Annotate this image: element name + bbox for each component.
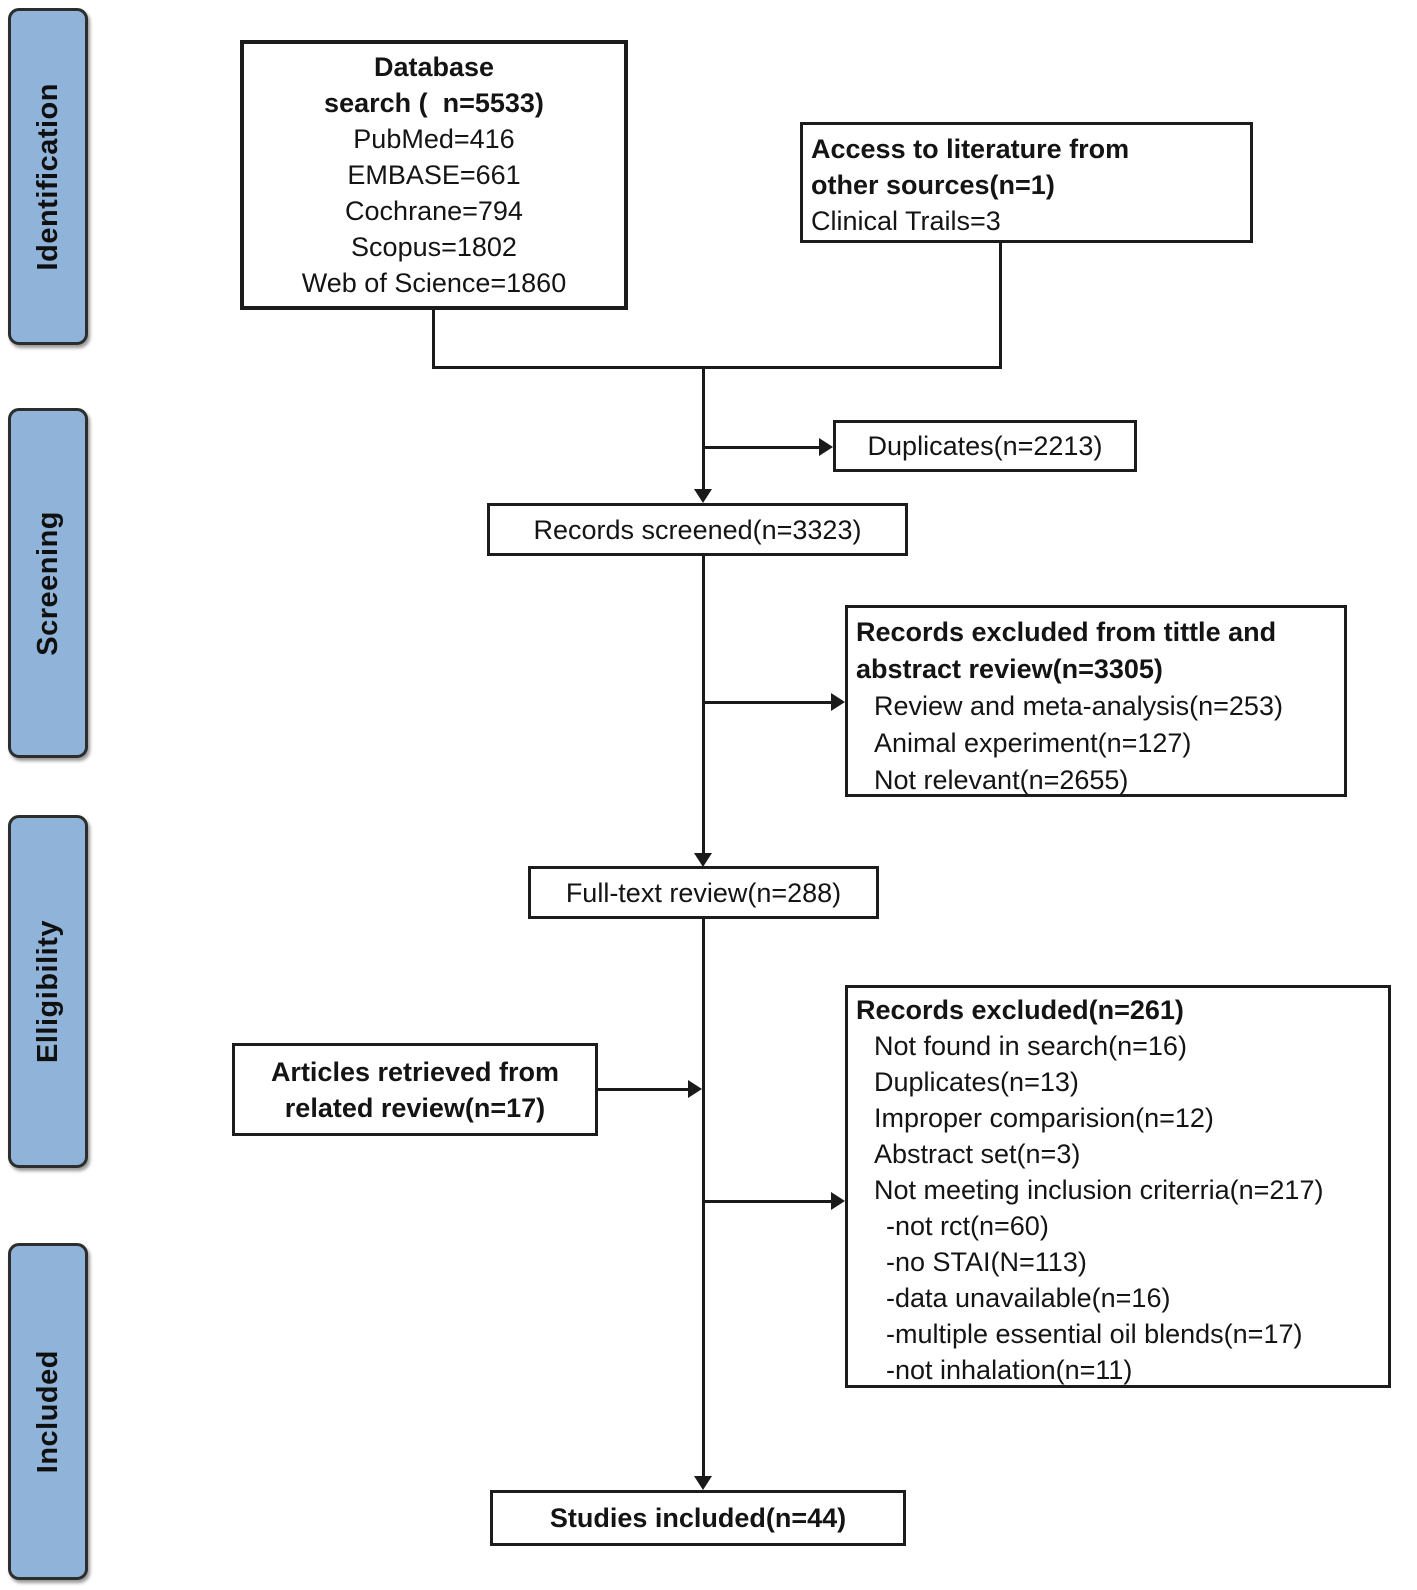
stage-eligibility: Elligibility bbox=[8, 815, 88, 1168]
stage-included: Included bbox=[8, 1243, 88, 1580]
connector-spine-to-included bbox=[702, 919, 705, 1478]
connector-to-excluded-title-abstract bbox=[703, 701, 832, 704]
connector-database-down bbox=[432, 310, 435, 368]
full-text-review-label: Full-text review(n=288) bbox=[565, 877, 842, 908]
excluded-title-abstract-reason-line: Review and meta-analysis(n=253) bbox=[874, 691, 1283, 721]
records-excluded-subreason-line: -not inhalation(n=11) bbox=[886, 1355, 1133, 1385]
records-excluded-subreason-line: -data unavailable(n=16) bbox=[886, 1283, 1171, 1313]
stage-screening-label: Screening bbox=[31, 510, 64, 656]
stage-identification: Identification bbox=[8, 8, 88, 345]
database-search-count-line: Web of Science=1860 bbox=[301, 268, 567, 298]
stage-eligibility-label: Elligibility bbox=[31, 920, 64, 1063]
arrowhead-into-full-text-review bbox=[694, 853, 712, 867]
database-search-count-line: PubMed=416 bbox=[353, 124, 515, 154]
arrowhead-into-records-excluded bbox=[831, 1192, 845, 1210]
other-sources-title-line: other sources(n=1) bbox=[811, 170, 1055, 200]
connector-spine-to-screened bbox=[702, 366, 705, 490]
arrowhead-into-spine-from-articles bbox=[688, 1080, 702, 1098]
excluded-title-abstract-title-line: abstract review(n=3305) bbox=[856, 654, 1163, 684]
box-records-excluded: Records excluded(n=261) Not found in sea… bbox=[845, 985, 1391, 1388]
arrowhead-into-duplicates bbox=[819, 438, 833, 456]
database-search-title-line: search ( n=5533) bbox=[324, 88, 544, 118]
box-articles-retrieved: Articles retrieved from related review(n… bbox=[232, 1043, 598, 1136]
records-excluded-reason-line: Abstract set(n=3) bbox=[874, 1139, 1081, 1169]
box-other-sources: Access to literature from other sources(… bbox=[800, 122, 1253, 243]
connector-sources-down bbox=[999, 243, 1002, 369]
connector-spine-to-fulltext bbox=[702, 556, 705, 854]
database-search-count-line: EMBASE=661 bbox=[347, 160, 521, 190]
arrowhead-into-records-screened bbox=[694, 489, 712, 503]
stage-identification-label: Identification bbox=[31, 82, 64, 271]
box-database-search: Database search ( n=5533) PubMed=416 EMB… bbox=[240, 40, 628, 310]
database-search-title-line: Database bbox=[373, 52, 495, 82]
database-search-count-line: Cochrane=794 bbox=[345, 196, 523, 226]
records-excluded-title: Records excluded(n=261) bbox=[856, 995, 1184, 1025]
connector-to-duplicates bbox=[703, 446, 821, 449]
database-search-count-line: Scopus=1802 bbox=[351, 232, 517, 262]
articles-retrieved-title-line: related review(n=17) bbox=[284, 1092, 546, 1123]
connector-from-articles-retrieved bbox=[598, 1088, 690, 1091]
box-full-text-review: Full-text review(n=288) bbox=[528, 866, 879, 919]
connector-to-records-excluded bbox=[703, 1200, 832, 1203]
stage-included-label: Included bbox=[31, 1349, 64, 1474]
other-sources-title-line: Access to literature from bbox=[811, 134, 1130, 164]
other-sources-count-line: Clinical Trails=3 bbox=[811, 206, 1001, 236]
records-excluded-subreason-line: -no STAI(N=113) bbox=[886, 1247, 1087, 1277]
arrowhead-into-studies-included bbox=[694, 1476, 712, 1490]
box-excluded-title-abstract: Records excluded from tittle and abstrac… bbox=[845, 605, 1347, 797]
records-excluded-subreason-line: -multiple essential oil blends(n=17) bbox=[886, 1319, 1303, 1349]
studies-included-label: Studies included(n=44) bbox=[549, 1503, 847, 1533]
records-excluded-reason-line: Not meeting inclusion criterria(n=217) bbox=[874, 1175, 1324, 1205]
excluded-title-abstract-title-line: Records excluded from tittle and bbox=[856, 617, 1277, 647]
articles-retrieved-title-line: Articles retrieved from bbox=[270, 1056, 560, 1087]
records-screened-label: Records screened(n=3323) bbox=[533, 514, 862, 545]
box-studies-included: Studies included(n=44) bbox=[490, 1490, 906, 1546]
records-excluded-reason-line: Improper comparision(n=12) bbox=[874, 1103, 1214, 1133]
excluded-title-abstract-reason-line: Animal experiment(n=127) bbox=[874, 728, 1192, 758]
connector-merge-horizontal bbox=[432, 366, 1002, 369]
stage-screening: Screening bbox=[8, 408, 88, 758]
box-records-screened: Records screened(n=3323) bbox=[487, 503, 908, 556]
duplicates-label: Duplicates(n=2213) bbox=[867, 431, 1103, 461]
arrowhead-into-excluded-title-abstract bbox=[831, 693, 845, 711]
records-excluded-reason-line: Duplicates(n=13) bbox=[874, 1067, 1079, 1097]
box-duplicates: Duplicates(n=2213) bbox=[833, 420, 1137, 472]
excluded-title-abstract-reason-line: Not relevant(n=2655) bbox=[874, 765, 1129, 795]
records-excluded-reason-line: Not found in search(n=16) bbox=[874, 1031, 1187, 1061]
records-excluded-subreason-line: -not rct(n=60) bbox=[886, 1211, 1049, 1241]
